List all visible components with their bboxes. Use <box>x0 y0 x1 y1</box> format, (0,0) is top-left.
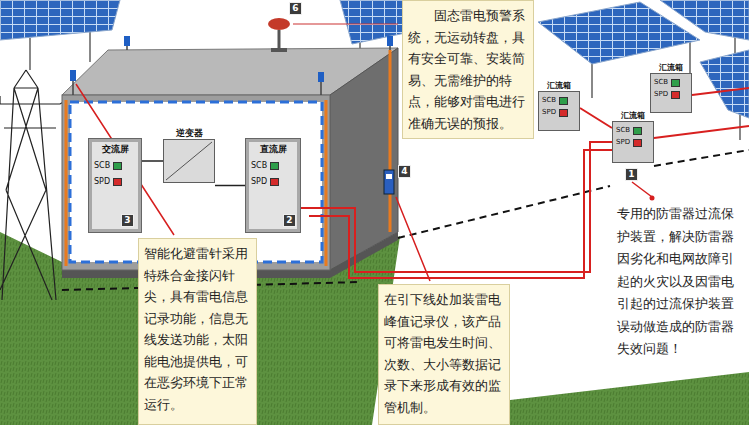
component-icon <box>671 91 680 99</box>
callout-note: 智能化避雷针采用特殊合金接闪针尖，具有雷电信息记录功能，信息无线发送功能，太阳能… <box>138 238 257 425</box>
unit-housing: SCB SPD <box>650 73 692 113</box>
callout-note: 在引下线处加装雷电峰值记录仪，该产品可将雷电发生时间、次数、大小等数据记录下来形… <box>378 284 510 425</box>
rod-mast <box>73 46 390 95</box>
unit-title: 汇流箱 <box>612 110 654 121</box>
component-icon <box>559 109 568 117</box>
component-label: SPD <box>654 90 668 99</box>
container-side <box>330 48 398 270</box>
unit-housing: SCB SPD <box>612 121 654 163</box>
component-icon <box>113 162 122 170</box>
component-row: SPD <box>616 138 650 147</box>
unit-housing <box>163 139 215 183</box>
component-row: SCB <box>654 78 688 87</box>
callout-note: 固态雷电预警系统，无运动转盘，具有安全可靠、安装简易、无需维护的特点，能够对雷电… <box>402 0 534 139</box>
recorder-screen <box>386 174 392 179</box>
component-icon <box>270 162 279 170</box>
component-label: SPD <box>542 108 556 117</box>
peak-recorder <box>384 170 394 194</box>
component-label: SCB <box>654 78 668 87</box>
callout-text: 固态雷电预警系统，无运动转盘，具有安全可靠、安装简易、无需维护的特点，能够对雷电… <box>408 5 528 134</box>
component-label: SCB <box>94 161 110 171</box>
component-icon <box>671 79 680 87</box>
combiner-box: 汇流箱 SCB SPD <box>650 62 692 113</box>
component-row: SPD <box>654 90 688 99</box>
note-text: 专用的防雷器过流保护装置，解决防雷器因劣化和电网故障引起的火灾以及因雷电引起的过… <box>617 203 737 361</box>
callout-text: 在引下线处加装雷电峰值记录仪，该产品可将雷电发生时间、次数、大小等数据记录下来形… <box>384 289 504 418</box>
unit-title: 交流屏 <box>94 144 136 155</box>
lightning-rod <box>124 36 130 46</box>
unit-title: 直流屏 <box>251 144 295 155</box>
component-row: SCB <box>616 126 650 135</box>
component-icon <box>559 97 568 105</box>
lightning-rod <box>70 70 76 81</box>
grass-ground <box>505 372 749 425</box>
transmission-tower <box>0 70 70 300</box>
unit-title: 逆变器 <box>163 128 215 139</box>
lightning-rod <box>387 36 393 46</box>
antenna-pole <box>278 30 281 50</box>
component-label: SCB <box>542 96 556 105</box>
wire-connector <box>142 160 163 162</box>
leader-line <box>293 23 398 24</box>
component-row: SCB <box>542 96 576 105</box>
solar-panel <box>0 0 120 40</box>
wire-connector <box>215 185 245 187</box>
down-conductor <box>66 50 390 266</box>
component-row: SPD <box>94 177 136 187</box>
component-icon <box>633 127 642 135</box>
component-row: SPD <box>542 108 576 117</box>
component-label: SCB <box>616 126 630 135</box>
inverter-diagonal <box>166 142 212 180</box>
warning-antenna <box>268 18 290 30</box>
component-row: SCB <box>94 161 136 171</box>
component-label: SPD <box>616 138 630 147</box>
callout-number: 1 <box>625 168 638 181</box>
component-icon <box>270 178 279 186</box>
component-row: SCB <box>251 161 295 171</box>
callout-number: 3 <box>121 214 134 227</box>
component-row: SPD <box>251 177 295 187</box>
unit-housing: SCB SPD <box>538 91 580 131</box>
component-icon <box>113 178 122 186</box>
lightning-rod <box>318 72 324 82</box>
antenna-base <box>271 48 287 52</box>
unit-title: 汇流箱 <box>650 62 692 73</box>
component-label: SCB <box>251 161 267 171</box>
component-label: SPD <box>251 177 267 187</box>
unit-title: 汇流箱 <box>538 80 580 91</box>
solar-panel <box>700 50 749 118</box>
callout-text: 智能化避雷针采用特殊合金接闪针尖，具有雷电信息记录功能，信息无线发送功能，太阳能… <box>144 243 251 415</box>
callout-number: 2 <box>283 214 296 227</box>
combiner-box: 汇流箱 SCB SPD <box>612 110 654 163</box>
inverter-box: 逆变器 <box>163 128 215 183</box>
combiner-box: 汇流箱 SCB SPD <box>538 80 580 131</box>
leader-dot <box>650 196 655 201</box>
wire-connector <box>301 142 612 272</box>
inverter-symbol <box>164 140 214 182</box>
callout-number: 6 <box>289 2 302 15</box>
component-icon <box>633 139 642 147</box>
callout-number: 4 <box>398 165 411 178</box>
component-label: SPD <box>94 177 110 187</box>
solar-panel <box>660 0 749 40</box>
